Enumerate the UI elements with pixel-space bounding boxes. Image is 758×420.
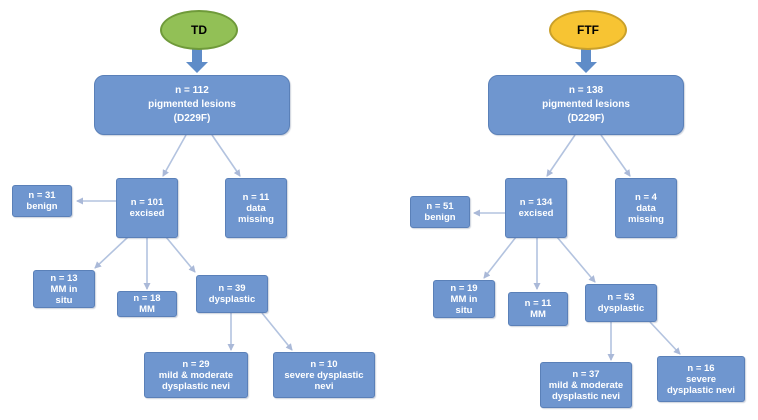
left-excised-label: excised <box>129 208 165 219</box>
right-dysplastic-count: n = 53 <box>607 292 635 303</box>
right-mm-node: n = 11 MM <box>508 292 568 326</box>
left-mm-node: n = 18 MM <box>117 291 177 317</box>
td-group-label: TD <box>191 23 207 37</box>
right-root-count: n = 138 <box>568 85 604 96</box>
ftf-group-oval: FTF <box>549 10 627 50</box>
right-mm-in-situ-node: n = 19 MM in situ <box>433 280 495 318</box>
left-mm-count: n = 18 <box>133 293 161 304</box>
left-missing-count: n = 11 <box>242 191 270 203</box>
left-dysplastic-label: dysplastic <box>208 294 256 305</box>
right-mm-in-situ-label-1: MM in <box>450 293 478 305</box>
right-mm-count: n = 11 <box>524 298 552 309</box>
right-mild-moderate-label-2: dysplastic nevi <box>551 390 621 402</box>
left-excised-node: n = 101 excised <box>116 178 178 238</box>
right-mild-moderate-label-1: mild & moderate <box>548 379 624 391</box>
right-link-root-missing <box>600 134 631 177</box>
left-mild-moderate-count: n = 29 <box>182 358 210 370</box>
left-title-arrow <box>186 46 208 73</box>
ftf-group-label: FTF <box>577 23 599 37</box>
left-link-excised-mminsitu <box>94 236 129 269</box>
right-link-dysplastic-severe <box>649 321 681 355</box>
left-dysplastic-count: n = 39 <box>218 283 246 294</box>
left-benign-label: benign <box>26 201 58 212</box>
left-missing-node: n = 11 data missing <box>225 178 287 238</box>
left-mm-in-situ-label-2: situ <box>55 294 73 306</box>
right-link-excised-mminsitu <box>483 236 517 279</box>
left-link-excised-dysplastic <box>165 236 196 273</box>
left-root-node: n = 112 pigmented lesions (D229F) <box>94 75 290 135</box>
left-severe-label-1: severe dysplastic <box>284 369 364 381</box>
right-connectors <box>473 46 681 361</box>
right-mm-in-situ-label-2: situ <box>455 304 473 316</box>
right-root-node: n = 138 pigmented lesions (D229F) <box>488 75 684 135</box>
left-mild-moderate-label-1: mild & moderate <box>158 369 234 381</box>
right-severe-label-2: dysplastic nevi <box>666 384 736 396</box>
left-benign-count: n = 31 <box>28 190 56 201</box>
left-mm-label: MM <box>139 304 155 315</box>
left-missing-label-1: data <box>246 202 266 214</box>
right-mm-in-situ-count: n = 19 <box>450 282 478 294</box>
right-dysplastic-node: n = 53 dysplastic <box>585 284 657 322</box>
right-root-label: pigmented lesions <box>542 99 630 110</box>
left-root-code: (D229F) <box>173 113 211 124</box>
left-mm-in-situ-label-1: MM in <box>50 283 78 295</box>
right-benign-count: n = 51 <box>426 201 454 212</box>
left-link-root-missing <box>211 134 241 177</box>
left-root-count: n = 112 <box>175 85 209 96</box>
right-dysplastic-label: dysplastic <box>597 303 645 314</box>
right-missing-node: n = 4 data missing <box>615 178 677 238</box>
left-mild-moderate-node: n = 29 mild & moderate dysplastic nevi <box>144 352 248 398</box>
left-severe-label-2: nevi <box>314 380 334 392</box>
left-dysplastic-node: n = 39 dysplastic <box>196 275 268 313</box>
right-missing-count: n = 4 <box>635 191 657 203</box>
right-missing-label-2: missing <box>628 213 664 225</box>
td-group-oval: TD <box>160 10 238 50</box>
right-link-root-excised <box>546 134 576 177</box>
right-title-arrow <box>575 46 597 73</box>
right-benign-node: n = 51 benign <box>410 196 470 228</box>
right-excised-label: excised <box>518 208 554 219</box>
left-mild-moderate-label-2: dysplastic nevi <box>161 380 231 392</box>
right-mild-moderate-count: n = 37 <box>572 368 600 380</box>
right-root-code: (D229F) <box>567 113 605 124</box>
right-missing-label-1: data <box>636 202 656 214</box>
left-connectors <box>76 46 293 351</box>
right-benign-label: benign <box>424 212 456 223</box>
left-mm-in-situ-count: n = 13 <box>50 272 78 284</box>
right-severe-label-1: severe <box>685 373 717 385</box>
left-benign-node: n = 31 benign <box>12 185 72 217</box>
left-excised-count: n = 101 <box>130 197 164 208</box>
right-mild-moderate-node: n = 37 mild & moderate dysplastic nevi <box>540 362 632 408</box>
left-severe-count: n = 10 <box>310 358 338 370</box>
left-mm-in-situ-node: n = 13 MM in situ <box>33 270 95 308</box>
right-severe-count: n = 16 <box>687 362 715 374</box>
left-link-dysplastic-severe <box>261 312 293 351</box>
right-excised-node: n = 134 excised <box>505 178 567 238</box>
right-link-excised-dysplastic <box>556 236 596 283</box>
right-severe-node: n = 16 severe dysplastic nevi <box>657 356 745 402</box>
left-root-label: pigmented lesions <box>148 99 236 110</box>
left-severe-node: n = 10 severe dysplastic nevi <box>273 352 375 398</box>
left-missing-label-2: missing <box>238 213 274 225</box>
right-excised-count: n = 134 <box>519 197 553 208</box>
right-mm-label: MM <box>530 309 546 320</box>
left-link-root-excised <box>162 134 187 177</box>
